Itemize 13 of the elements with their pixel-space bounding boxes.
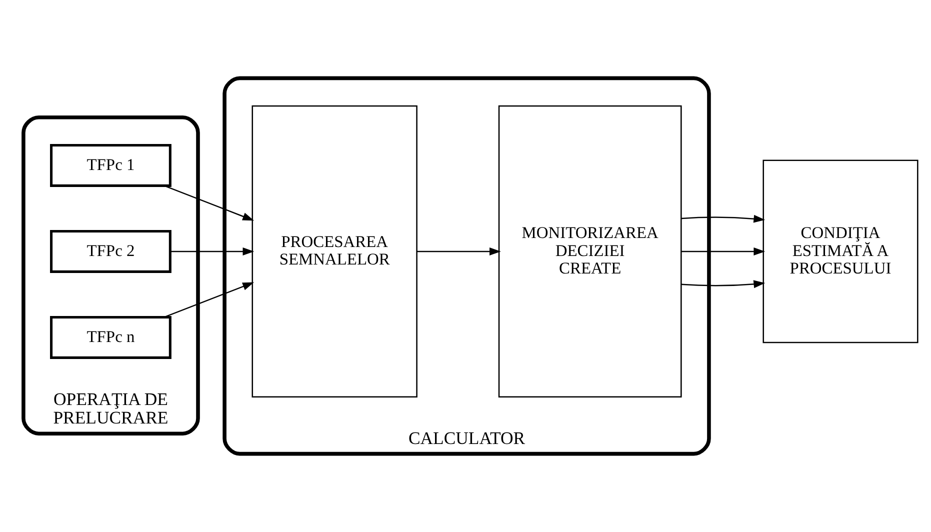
arrow [164, 282, 254, 318]
arrow [681, 214, 766, 223]
node-box: MONITORIZAREA DECIZIEI CREATE [498, 105, 682, 398]
arrow [681, 280, 766, 288]
node-box: PROCESAREA SEMNALELOR [252, 105, 418, 398]
node-box: CONDIŢIA ESTIMATĂ A PROCESULUI [762, 160, 918, 344]
node-box: TFPc 1 [50, 144, 172, 187]
node-box: TFPc n [50, 316, 172, 359]
node-box: TFPc 2 [50, 230, 172, 273]
arrow [681, 247, 766, 256]
arrow [164, 185, 254, 221]
arrow [416, 247, 501, 256]
arrow [170, 247, 254, 256]
